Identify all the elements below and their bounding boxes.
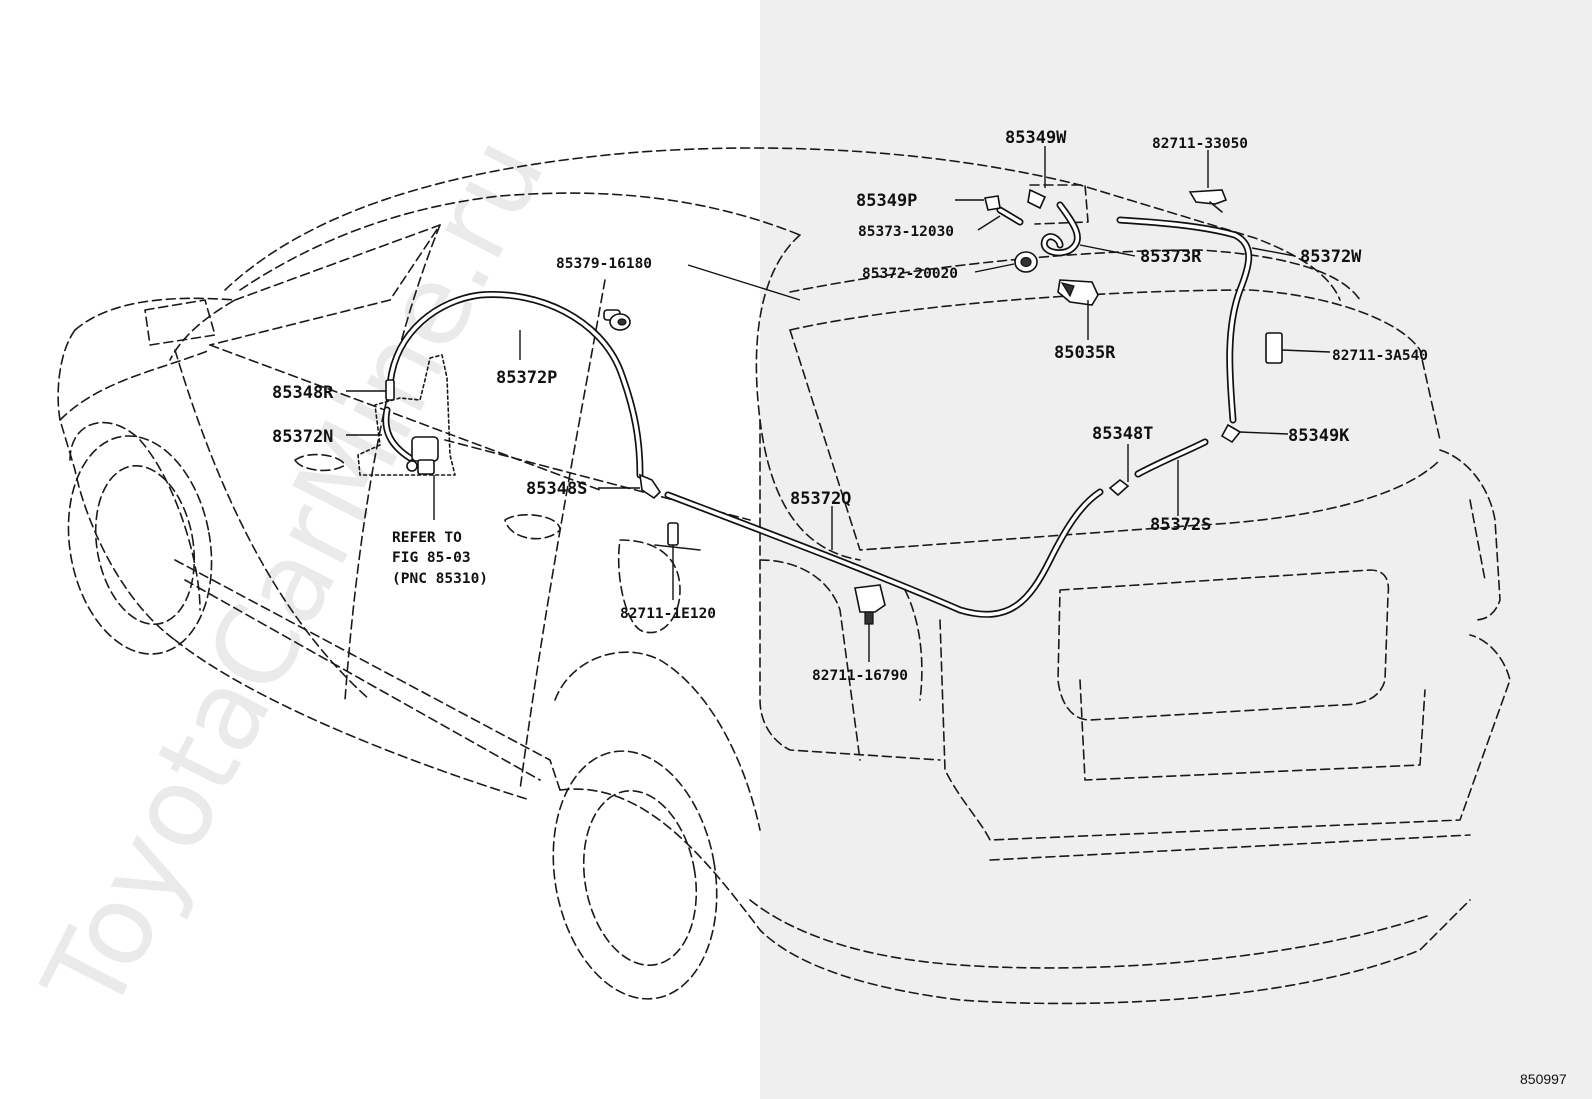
clip-82711-3A540 xyxy=(1265,332,1283,364)
label-85372Q: 85372Q xyxy=(790,489,851,509)
label-85349K: 85349K xyxy=(1288,426,1350,446)
clip-82711-33050 xyxy=(1188,189,1228,213)
label-85348T: 85348T xyxy=(1092,424,1153,444)
clip-82711-1E120 xyxy=(654,522,701,551)
refer-note-line2: FIG 85-03 xyxy=(392,550,471,566)
label-85035R: 85035R xyxy=(1054,343,1116,363)
label-85348R: 85348R xyxy=(272,383,334,403)
right-panel-background xyxy=(760,0,1592,1099)
label-85349P: 85349P xyxy=(856,191,917,211)
joint-85349K xyxy=(1220,423,1242,444)
label-85372-20020: 85372-20020 xyxy=(862,266,958,282)
label-82711-16790: 82711-16790 xyxy=(812,668,908,684)
joint-85348T xyxy=(1108,478,1130,497)
leader-lines xyxy=(346,146,1331,662)
part-labels: 85349W 82711-33050 85349P 85373-12030 85… xyxy=(272,128,1428,684)
joint-85349P xyxy=(984,195,1001,211)
label-82711-3A540: 82711-3A540 xyxy=(1332,348,1428,364)
label-82711-1E120: 82711-1E120 xyxy=(620,606,716,622)
joint-85348S xyxy=(639,473,662,500)
label-85348S: 85348S xyxy=(526,479,587,499)
clip-82711-16790 xyxy=(854,584,886,625)
refer-note-line3: (PNC 85310) xyxy=(392,571,488,587)
nozzle-85035R xyxy=(1057,279,1099,306)
label-85372N: 85372N xyxy=(272,427,333,447)
label-85372W: 85372W xyxy=(1300,247,1362,267)
figure-number: 850997 xyxy=(1520,1071,1567,1087)
label-85372S: 85372S xyxy=(1150,515,1211,535)
washer-tank xyxy=(357,354,456,476)
label-85379-16180: 85379-16180 xyxy=(556,256,652,272)
label-82711-33050: 82711-33050 xyxy=(1152,136,1248,152)
label-85349W: 85349W xyxy=(1005,128,1067,148)
hoses xyxy=(382,201,1253,618)
label-85373-12030: 85373-12030 xyxy=(858,224,954,240)
joint-85348R xyxy=(385,379,395,401)
joint-85349W xyxy=(1027,188,1047,210)
label-85372P: 85372P xyxy=(496,368,557,388)
grommet-85379-16180 xyxy=(603,309,631,331)
label-85373R: 85373R xyxy=(1140,247,1202,267)
refer-note-line1: REFER TO xyxy=(392,530,462,546)
